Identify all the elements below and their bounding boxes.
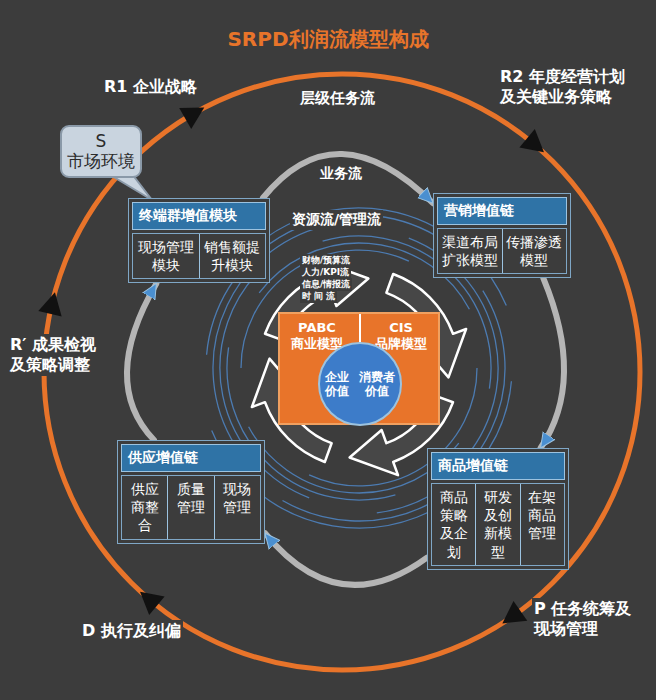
sub-module-box: 现场管理 [214,476,260,539]
flow-label: 时 间 流 [300,290,337,303]
sub-module-box: 传播渗透模型 [502,229,567,273]
pinwheel-group [252,261,466,475]
sub-module-text: 研发及创新模型 [479,488,516,561]
sub-module-text: 现场管理 [218,480,257,516]
module-header: 商品增值链 [431,452,565,480]
sub-module-box: 在架商品管理 [520,484,564,565]
sub-module-box: 现场管理模块 [133,234,199,278]
module-row: 渠道布局扩张模型传播渗透模型 [437,228,567,274]
sub-module-box: 销售额提升模块 [199,234,266,278]
module-header: 营销增值链 [437,197,567,225]
callout-text: S 市场环境 [65,131,137,172]
sub-module-text: 质量管理 [171,480,210,516]
flow-triangle [38,290,66,317]
flow-triangle [179,97,210,129]
flow-triangle [519,129,551,162]
flow-label: 资源流/管理流 [290,210,383,230]
stage-label: R′ 成果检视及策略调整 [8,334,108,376]
module-row: 供应商整合质量管理现场管理 [121,475,261,540]
circle-text: 企业价值 [324,370,350,399]
stage-label: R2 年度经营计划及关键业务策略 [498,66,630,108]
callout-box: S 市场环境 [60,125,142,178]
title-text: SRPD利润流模型构成 [0,26,656,53]
module-header: 供应增值链 [121,444,261,472]
flow-connector [127,283,156,440]
flow-label: 业务流 [318,164,364,184]
module-header: 终端群增值模块 [132,202,266,230]
circle-text: 消费者价值 [358,370,396,399]
sub-module-text: 商品策略及企划 [435,488,472,561]
module-box: 终端群增值模块现场管理模块销售额提升模块 [128,198,270,283]
flow-triangle [495,601,527,633]
sub-module-box: 质量管理 [167,476,213,539]
flow-connector [263,154,433,203]
sub-module-text: 在架商品管理 [524,488,561,543]
flow-label: 层级任务流 [298,88,377,109]
module-row: 现场管理模块销售额提升模块 [132,233,266,279]
sub-module-box: 供应商整合 [122,476,167,539]
sub-module-box: 商品策略及企划 [432,484,475,565]
sub-module-box: 渠道布局扩张模型 [438,229,502,273]
sub-module-box: 研发及创新模型 [475,484,519,565]
sub-module-text: 现场管理模块 [136,238,196,274]
value-circle: 企业价值消费者价值 [318,342,402,426]
stage-label: P 任务统筹及现场管理 [532,598,640,640]
sub-module-text: 供应商整合 [125,480,164,535]
flow-connector [541,278,564,448]
sub-module-text: 传播渗透模型 [506,233,564,269]
outer-ring [44,74,640,670]
module-box: 商品增值链商品策略及企划研发及创新模型在架商品管理 [427,448,569,570]
flow-connector [265,533,427,585]
stage-label: D 执行及纠偏 [80,620,183,642]
callout-tail [112,174,152,200]
module-box: 供应增值链供应商整合质量管理现场管理 [117,440,265,544]
sub-module-text: 销售额提升模块 [203,238,263,274]
stage-label: R1 企业战略 [102,76,199,98]
flow-triangle [132,582,164,615]
module-box: 营销增值链渠道布局扩张模型传播渗透模型 [433,193,571,278]
sub-module-text: 渠道布局扩张模型 [441,233,499,269]
module-row: 商品策略及企划研发及创新模型在架商品管理 [431,483,565,566]
center-square: PABC 商业模型CIS 品牌模型企业价值消费者价值 [278,312,440,425]
